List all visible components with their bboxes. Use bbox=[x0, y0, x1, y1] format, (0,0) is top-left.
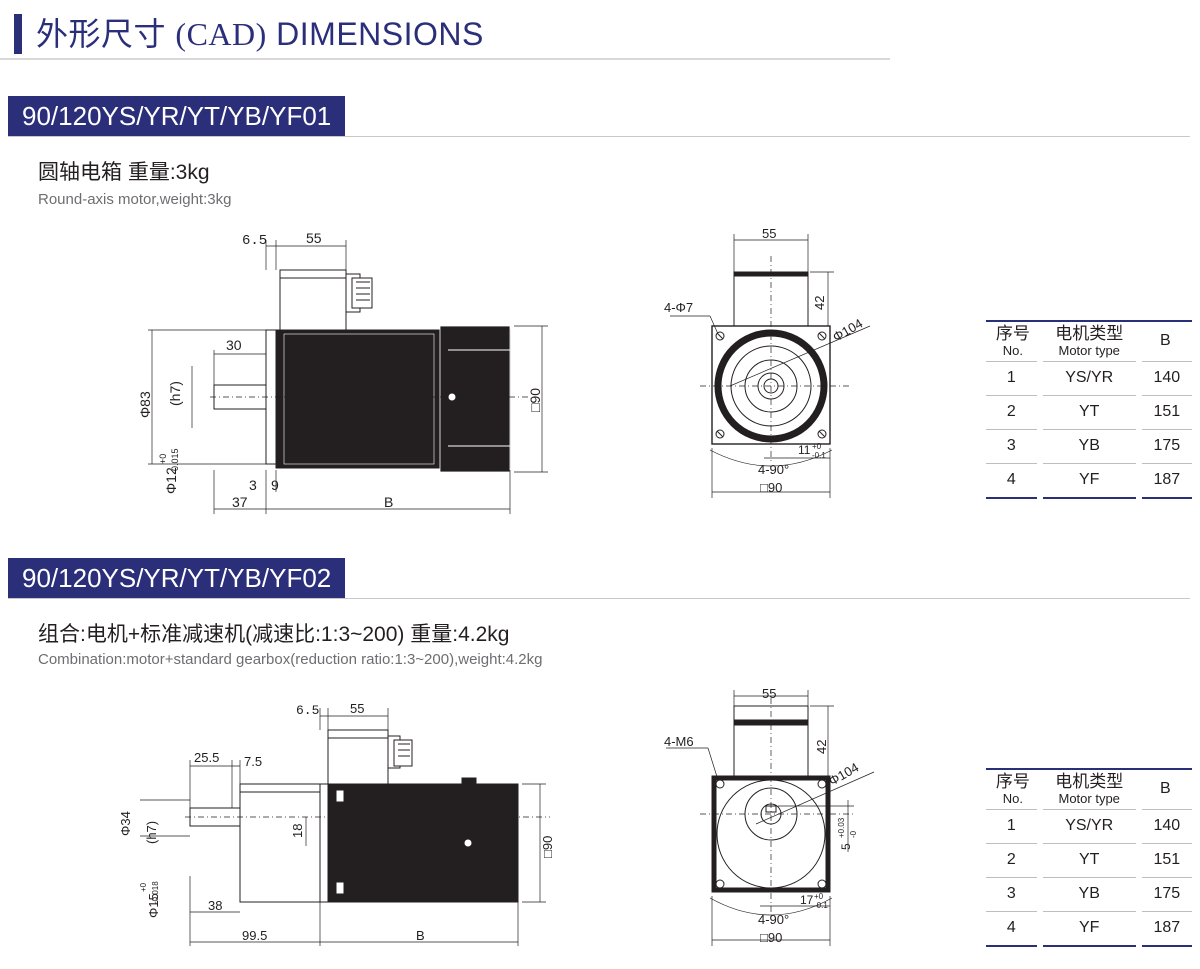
front-dim-phi104: Φ104 bbox=[826, 760, 861, 789]
gearbox-body bbox=[239, 783, 321, 903]
front-dim-55: 55 bbox=[762, 226, 776, 241]
page-header: 外形尺寸 (CAD) DIMENSIONS bbox=[0, 0, 1200, 62]
dim-phi15: Φ15 bbox=[146, 893, 161, 918]
section-model-tag: 90/120YS/YR/YT/YB/YF02 bbox=[8, 558, 346, 598]
front-dim-key-up: +0 bbox=[812, 442, 822, 451]
front-dim-5-low: -0 bbox=[849, 830, 858, 838]
section-desc-cn: 组合:电机+标准减速机(减速比:1:3~200) 重量:4.2kg bbox=[38, 623, 510, 646]
dim-tol-low: -0.018 bbox=[151, 881, 160, 904]
section-rule bbox=[8, 598, 1190, 599]
section-desc-en: Round-axis motor,weight:3kg bbox=[38, 191, 232, 208]
header-b: B bbox=[1160, 780, 1171, 798]
front-view-drawing-01: 55 42 4-Φ7 Φ104 11 +0 -0.1 4-90° □90 bbox=[664, 226, 871, 498]
dim-h7: (h7) bbox=[144, 821, 159, 844]
header-rule bbox=[0, 58, 890, 60]
front-dim-sq90: □90 bbox=[760, 930, 782, 945]
front-dim-key: 11 bbox=[798, 443, 811, 457]
front-dim-42: 42 bbox=[812, 296, 827, 310]
front-dim-42: 42 bbox=[814, 740, 829, 754]
page-title: 外形尺寸 (CAD) DIMENSIONS bbox=[36, 14, 484, 54]
terminal-box bbox=[327, 729, 389, 785]
front-dim-key-low: -0.1 bbox=[812, 451, 826, 460]
dim-55: 55 bbox=[306, 230, 322, 246]
dim-99-5: 99.5 bbox=[242, 928, 267, 943]
section-model-tag: 90/120YS/YR/YT/YB/YF01 bbox=[8, 96, 346, 136]
front-dim-holes: 4-M6 bbox=[664, 734, 694, 749]
dim-phi83: Φ83 bbox=[137, 391, 153, 418]
front-dim-5-up: +0.03 bbox=[837, 817, 846, 838]
section-02: 90/120YS/YR/YT/YB/YF02 组合:电机+标准减速机(减速比:1… bbox=[0, 556, 1200, 969]
motor-body bbox=[327, 783, 519, 903]
side-view-drawing-01: 6.5 55 30 Φ83 (h7) Φ12 +0 -0.015 3 9 37 … bbox=[137, 230, 548, 514]
section-01: 90/120YS/YR/YT/YB/YF01 圆轴电箱 重量:3kg Round… bbox=[0, 96, 1200, 516]
dim-h7: (h7) bbox=[167, 381, 183, 406]
dim-25-5: 25.5 bbox=[194, 750, 219, 765]
section-desc-en: Combination:motor+standard gearbox(reduc… bbox=[38, 651, 543, 668]
dim-phi12: Φ12 bbox=[163, 467, 179, 494]
front-dim-angle: 4-90° bbox=[758, 912, 789, 927]
dim-37: 37 bbox=[232, 494, 248, 510]
dim-30: 30 bbox=[226, 337, 242, 353]
section-rule bbox=[8, 136, 1190, 137]
dim-sq90: □90 bbox=[540, 836, 555, 858]
dim-tol-low: -0.015 bbox=[170, 448, 180, 474]
section-desc-cn: 圆轴电箱 重量:3kg bbox=[38, 161, 210, 184]
front-dim-55: 55 bbox=[762, 686, 776, 701]
dim-b: B bbox=[416, 928, 425, 943]
front-dim-key-low: -0.1 bbox=[814, 901, 828, 910]
dim-6-5: 6.5 bbox=[242, 233, 267, 249]
header-b: B bbox=[1160, 332, 1171, 350]
title-cn: 外形尺寸 bbox=[36, 16, 167, 52]
title-en: DIMENSIONS bbox=[276, 16, 484, 52]
dim-3: 3 bbox=[249, 477, 257, 493]
terminal-box bbox=[279, 269, 347, 331]
title-cad: (CAD) bbox=[175, 16, 267, 52]
dim-sq90: □90 bbox=[527, 388, 543, 412]
front-dim-key: 17 bbox=[800, 893, 814, 907]
dim-b: B bbox=[384, 494, 393, 510]
front-dim-key-up: +0 bbox=[814, 892, 824, 901]
dim-9: 9 bbox=[271, 477, 279, 493]
front-dim-5: 5 bbox=[839, 843, 853, 850]
dim-tol-up: +0 bbox=[158, 454, 168, 464]
dim-55: 55 bbox=[350, 701, 364, 716]
dim-phi34: Φ34 bbox=[118, 811, 133, 836]
dim-18: 18 bbox=[290, 824, 305, 838]
front-dim-phi104: Φ104 bbox=[830, 316, 865, 345]
side-view-drawing-02: 6.5 55 25.5 7.5 Φ34 (h7) 18 Φ15 +0 -0.01… bbox=[118, 701, 555, 946]
front-view-drawing-02: 55 42 4-M6 Φ104 5 +0.03 -0 17 +0 -0.1 4-… bbox=[664, 686, 875, 946]
front-dim-holes: 4-Φ7 bbox=[664, 300, 693, 315]
dim-tol-up: +0 bbox=[139, 882, 148, 892]
front-dim-angle: 4-90° bbox=[758, 462, 789, 477]
dim-38: 38 bbox=[208, 898, 222, 913]
dim-7-5: 7.5 bbox=[244, 754, 262, 769]
header-accent-bar bbox=[14, 14, 22, 54]
front-dim-sq90: □90 bbox=[760, 480, 782, 495]
dim-6-5: 6.5 bbox=[296, 703, 319, 718]
